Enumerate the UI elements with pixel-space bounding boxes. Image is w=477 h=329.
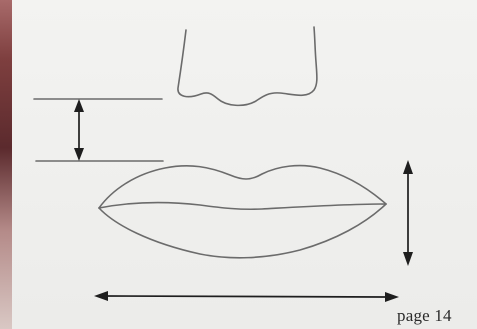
page-number-label: page 14 [397, 306, 452, 326]
nose-sketch [178, 27, 317, 105]
vertical-spacing-arrow [74, 99, 84, 161]
lip-height-arrow [403, 160, 413, 266]
nose-outline [178, 27, 317, 105]
upper-lip-outline [99, 166, 386, 208]
lips-sketch [99, 166, 386, 258]
lip-width-arrow [94, 291, 399, 302]
lower-lip-outline [99, 204, 386, 258]
lip-parting-line [99, 203, 386, 210]
